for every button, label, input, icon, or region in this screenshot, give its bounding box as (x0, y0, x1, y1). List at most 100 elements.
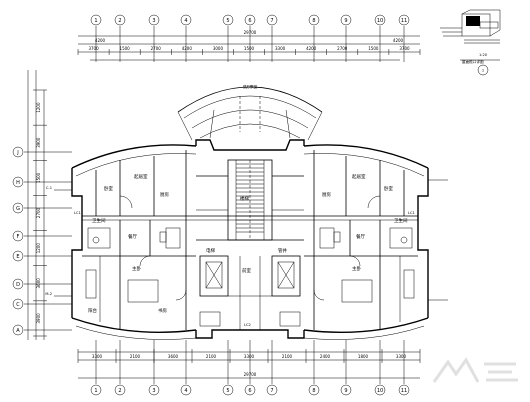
detail-caption: 屋面檐口详图 (462, 59, 484, 64)
room-label: 书房 (158, 307, 167, 314)
axis-bubble (398, 384, 410, 396)
axis-bubble (90, 384, 102, 396)
detail-ref-text: 1 (482, 69, 484, 73)
axis-bubble (340, 14, 352, 26)
elev-note-1: LC1 (74, 211, 81, 215)
top-dim-label: 1500 (120, 46, 131, 51)
axis-bubble (90, 14, 102, 26)
axis-bubble (12, 146, 24, 158)
axis-bubble (148, 14, 160, 26)
room-label: 餐厅 (356, 233, 365, 240)
room-label: 卫生间 (92, 217, 106, 224)
axis-bubble (12, 324, 24, 336)
top-left-end-dim: 4200 (95, 38, 106, 43)
bottom-dim-label: 3300 (92, 354, 103, 359)
bottom-dim-label: 1800 (358, 354, 369, 359)
axis-bubble (148, 384, 160, 396)
top-dim-label: 2700 (151, 46, 162, 51)
axis-bubble-label: H (16, 180, 20, 186)
axis-bubble (244, 384, 256, 396)
axis-bubble-label: 3 (152, 388, 155, 394)
axis-bubble (12, 278, 24, 290)
axis-bubble-label: 4 (184, 388, 187, 394)
axis-bubble-label: 7 (270, 18, 273, 24)
roof-canopy: 弧形飘窗 (177, 84, 323, 141)
interior-walls (82, 150, 418, 330)
left-dim-label: 3900 (36, 137, 41, 148)
axis-bubble (222, 384, 234, 396)
top-dim-label: 2700 (337, 46, 348, 51)
axis-bubble-label: 2 (118, 388, 121, 394)
room-label: 楼梯 (240, 195, 249, 202)
axis-bubble-label: G (16, 206, 20, 212)
axis-bubble (12, 298, 24, 310)
axis-bubble (308, 14, 320, 26)
axis-bubble-label: 10 (377, 388, 383, 394)
bottom-dim-label: 2100 (282, 354, 293, 359)
bottom-dim-label: 2100 (206, 354, 217, 359)
bottom-dim-label: 2400 (320, 354, 331, 359)
room-label: 起居室 (352, 173, 366, 180)
axis-bubble-label: 4 (184, 18, 187, 24)
room-label: 管井 (278, 247, 287, 254)
axis-bubble-label: 6 (248, 388, 251, 394)
top-right-end-dim: 4200 (393, 38, 404, 43)
elev-note-2: LC1 (408, 211, 415, 215)
axis-bubble-label: 8 (312, 388, 315, 394)
axis-bubble (12, 202, 24, 214)
axis-bubble-label: J (16, 150, 18, 156)
detail-ref-marker (477, 64, 489, 76)
axis-bubble (180, 384, 192, 396)
detail-inset: 1 1:20 屋面檐口详图 (440, 9, 501, 76)
axis-bubble-label: 2 (118, 18, 121, 24)
axis-bubble-label: F (17, 234, 20, 240)
axis-bubble (222, 14, 234, 26)
axis-bubble (374, 384, 386, 396)
room-label: 电梯 (206, 247, 215, 254)
axis-bubble-label: 7 (270, 388, 273, 394)
axis-bubble-label: 8 (312, 18, 315, 24)
left-dim-label: 3600 (36, 278, 41, 289)
bottom-dim-label: 3300 (244, 354, 255, 359)
axis-bubble-label: 1 (94, 18, 97, 24)
side-notes: C-1 M-2 LC1 LC1 LC2 (45, 179, 448, 327)
room-labels: 卧室 起居室 厨房 卫生间 餐厅 主卧 阳台 书房 电梯 楼梯 前室 管井 卧室… (88, 173, 408, 314)
top-dim-label: 3000 (213, 46, 224, 51)
axis-bubble (12, 230, 24, 242)
axis-bubble-label: 5 (226, 388, 229, 394)
axis-bubble (12, 176, 24, 188)
axis-bubble-label: 9 (344, 18, 347, 24)
axis-bubble (398, 14, 410, 26)
room-label: 起居室 (134, 173, 148, 180)
axis-bubble (12, 250, 24, 262)
curve-note: 弧形飘窗 (243, 84, 258, 89)
axis-bubble (244, 14, 256, 26)
top-dim-label: 3300 (275, 46, 286, 51)
left-dim-label: 1500 (36, 172, 41, 183)
room-label: 前室 (242, 267, 251, 274)
room-label: 厨房 (322, 191, 331, 198)
left-note-2: M-2 (45, 292, 52, 296)
left-dim-label: 1200 (36, 102, 41, 113)
axis-bubble-label: 11 (401, 18, 407, 24)
building-outline (71, 139, 429, 340)
axis-bubble-label: 6 (248, 18, 251, 24)
top-dim-label: 4200 (182, 46, 193, 51)
top-dim-label: 1500 (244, 46, 255, 51)
bottom-note: LC2 (244, 323, 251, 327)
axis-bubble-label: 1 (94, 388, 97, 394)
room-label: 主卧 (352, 265, 361, 272)
axis-bubble (266, 14, 278, 26)
top-dim-label: 1500 (368, 46, 379, 51)
bottom-dim-label: 3300 (396, 354, 407, 359)
top-dim-label: 4200 (306, 46, 317, 51)
room-label: 餐厅 (128, 233, 137, 240)
room-label: 主卧 (132, 265, 141, 272)
room-label: 卧室 (384, 185, 393, 192)
